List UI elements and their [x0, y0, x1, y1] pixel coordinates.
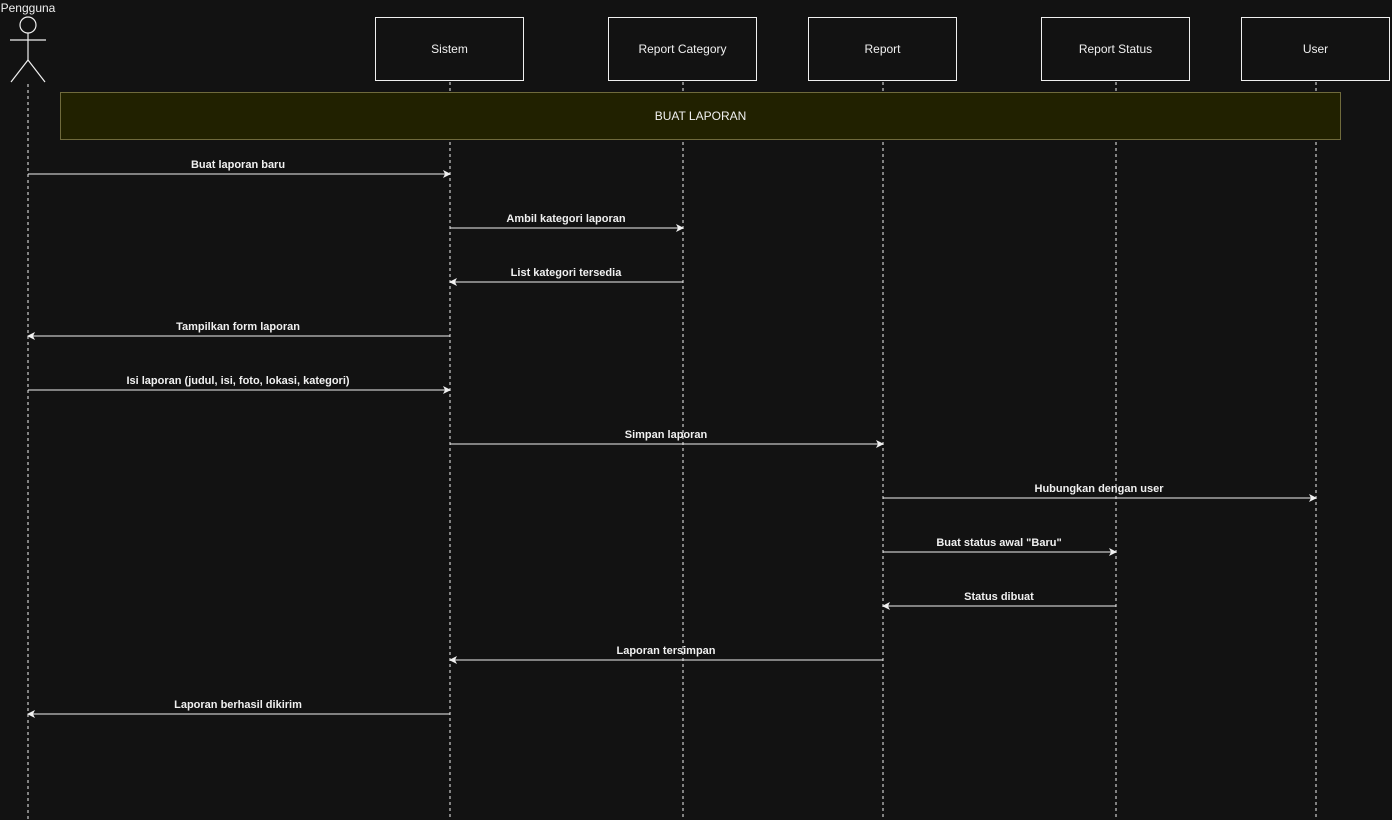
actor-label-pengguna: Pengguna — [0, 1, 56, 15]
participant-report-category: Report Category — [608, 17, 757, 81]
group-frame-label: BUAT LAPORAN — [654, 109, 747, 123]
participant-label: Sistem — [431, 42, 468, 56]
message-label: Tampilkan form laporan — [176, 321, 300, 333]
message-label: Ambil kategori laporan — [506, 213, 626, 225]
actor-stick-figure-icon — [10, 16, 46, 83]
message-label: Laporan tersimpan — [616, 645, 716, 657]
message-label: Status dibuat — [964, 591, 1034, 603]
participant-label: Report — [864, 42, 901, 56]
message-label: Simpan laporan — [624, 429, 708, 441]
participant-report: Report — [808, 17, 957, 81]
participant-report-status: Report Status — [1041, 17, 1190, 81]
message-label: Laporan berhasil dikirim — [174, 699, 302, 711]
group-frame-buat-laporan: BUAT LAPORAN — [60, 92, 1341, 140]
participant-label: Report Category — [638, 42, 727, 56]
message-label: Buat status awal "Baru" — [936, 537, 1062, 549]
message-label: List kategori tersedia — [510, 267, 622, 279]
participant-user: User — [1241, 17, 1390, 81]
message-label: Buat laporan baru — [190, 159, 286, 171]
participant-label: User — [1302, 42, 1329, 56]
participant-label: Report Status — [1078, 42, 1153, 56]
participant-sistem: Sistem — [375, 17, 524, 81]
message-label: Isi laporan (judul, isi, foto, lokasi, k… — [126, 375, 350, 387]
message-label: Hubungkan dengan user — [1034, 483, 1164, 495]
